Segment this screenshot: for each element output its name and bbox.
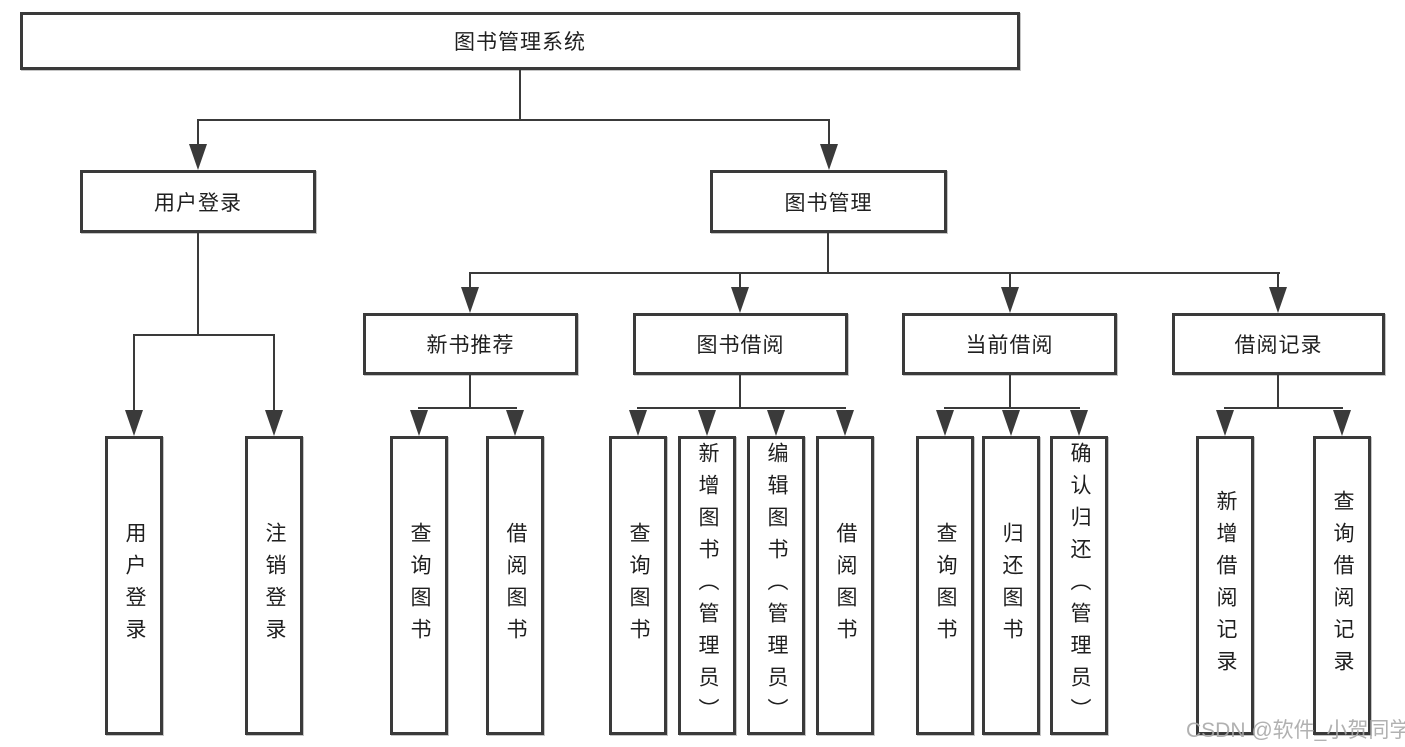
leaf-borrow-books: 借阅图书 xyxy=(486,436,544,735)
leaf-add-books-admin: 新增图书（管理员） xyxy=(678,436,736,735)
arrowhead-down-icon xyxy=(1002,410,1020,436)
connector-line xyxy=(828,119,830,147)
connector-line xyxy=(1009,375,1011,409)
connector-line xyxy=(1277,272,1279,291)
arrowhead-down-icon xyxy=(629,410,647,436)
leaf-confirm-return-admin: 确认归还（管理员） xyxy=(1050,436,1108,735)
leaf-label: 借阅图书 xyxy=(504,521,527,650)
leaf-user-login: 用户登录 xyxy=(105,436,163,735)
leaf-add-borrow-record: 新增借阅记录 xyxy=(1196,436,1254,735)
connector-line xyxy=(469,272,1280,274)
leaf-label: 查询借阅记录 xyxy=(1331,489,1354,682)
node-library-management-system: 图书管理系统 xyxy=(20,12,1020,70)
leaf-query-borrow-record: 查询借阅记录 xyxy=(1313,436,1371,735)
connector-line xyxy=(1277,375,1279,409)
leaf-label: 新增借阅记录 xyxy=(1214,489,1237,682)
node-new-book-recommendation: 新书推荐 xyxy=(363,313,578,375)
node-current-borrowing: 当前借阅 xyxy=(902,313,1117,375)
arrowhead-down-icon xyxy=(731,287,749,313)
arrowhead-down-icon xyxy=(265,410,283,436)
arrowhead-down-icon xyxy=(820,144,838,170)
arrowhead-down-icon xyxy=(767,410,785,436)
leaf-query-books: 查询图书 xyxy=(609,436,667,735)
arrowhead-down-icon xyxy=(461,287,479,313)
csdn-watermark: CSDN @软件_小贺同学 xyxy=(1186,719,1405,742)
leaf-borrow-books: 借阅图书 xyxy=(816,436,874,735)
connector-line xyxy=(197,119,199,147)
arrowhead-down-icon xyxy=(506,410,524,436)
connector-line xyxy=(827,233,829,274)
connector-line xyxy=(637,407,846,409)
arrowhead-down-icon xyxy=(410,410,428,436)
leaf-label: 确认归还（管理员） xyxy=(1068,441,1091,730)
connector-line xyxy=(469,272,471,291)
arrowhead-down-icon xyxy=(836,410,854,436)
connector-line xyxy=(519,70,521,120)
node-book-management: 图书管理 xyxy=(710,170,947,233)
arrowhead-down-icon xyxy=(1001,287,1019,313)
leaf-query-books: 查询图书 xyxy=(390,436,448,735)
arrowhead-down-icon xyxy=(189,144,207,170)
leaf-edit-books-admin: 编辑图书（管理员） xyxy=(747,436,805,735)
leaf-return-books: 归还图书 xyxy=(982,436,1040,735)
leaf-label: 查询图书 xyxy=(934,521,957,650)
connector-line xyxy=(739,272,741,291)
arrowhead-down-icon xyxy=(1333,410,1351,436)
connector-line xyxy=(739,375,741,409)
connector-line xyxy=(469,375,471,409)
leaf-label: 查询图书 xyxy=(408,521,431,650)
connector-line xyxy=(1224,407,1343,409)
arrowhead-down-icon xyxy=(1070,410,1088,436)
connector-line xyxy=(273,334,275,412)
arrowhead-down-icon xyxy=(1269,287,1287,313)
connector-line xyxy=(133,334,275,336)
connector-line xyxy=(197,233,199,336)
node-borrowing-records: 借阅记录 xyxy=(1172,313,1385,375)
leaf-label: 归还图书 xyxy=(1000,521,1023,650)
connector-line xyxy=(197,119,830,121)
arrowhead-down-icon xyxy=(1216,410,1234,436)
leaf-query-books: 查询图书 xyxy=(916,436,974,735)
connector-line xyxy=(944,407,1080,409)
arrowhead-down-icon xyxy=(125,410,143,436)
arrowhead-down-icon xyxy=(698,410,716,436)
node-book-borrowing: 图书借阅 xyxy=(633,313,848,375)
leaf-label: 用户登录 xyxy=(123,521,146,650)
leaf-logout: 注销登录 xyxy=(245,436,303,735)
leaf-label: 借阅图书 xyxy=(834,521,857,650)
leaf-label: 编辑图书（管理员） xyxy=(765,441,788,730)
leaf-label: 查询图书 xyxy=(627,521,650,650)
connector-line xyxy=(1009,272,1011,291)
leaf-label: 新增图书（管理员） xyxy=(696,441,719,730)
connector-line xyxy=(133,334,135,412)
leaf-label: 注销登录 xyxy=(263,521,286,650)
node-user-login: 用户登录 xyxy=(80,170,316,233)
arrowhead-down-icon xyxy=(936,410,954,436)
connector-line xyxy=(418,407,517,409)
